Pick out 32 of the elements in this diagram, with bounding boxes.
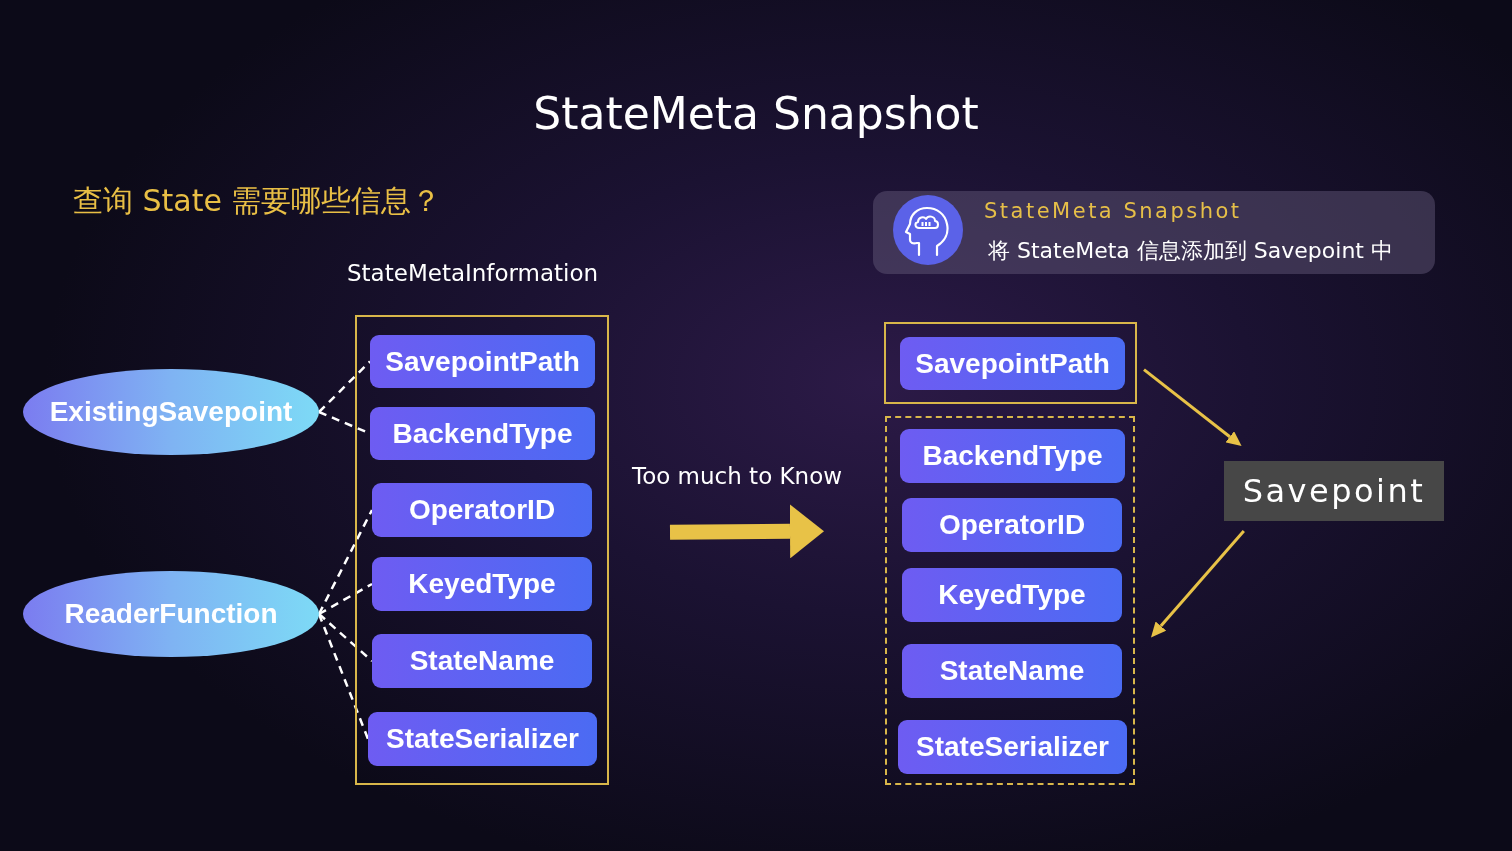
edge-label: Too much to Know <box>632 462 843 491</box>
field-box: BackendType <box>370 407 595 460</box>
dashed-connector <box>318 582 373 616</box>
field-box: OperatorID <box>372 483 592 537</box>
field-box: KeyedType <box>902 568 1122 622</box>
field-box: StateSerializer <box>368 712 597 766</box>
info-card <box>873 191 1435 274</box>
group-frame <box>884 322 1137 404</box>
field-box: StateName <box>372 634 592 688</box>
dashed-connector <box>318 360 371 413</box>
target-box: Savepoint <box>1224 461 1444 521</box>
section-heading: 查询 State 需要哪些信息？ <box>73 183 442 219</box>
card-heading: StateMeta Snapshot <box>984 198 1242 225</box>
field-box: SavepointPath <box>370 335 595 388</box>
field-box: BackendType <box>900 429 1125 483</box>
field-box: SavepointPath <box>900 337 1125 390</box>
group-heading: StateMetaInformation <box>347 259 599 288</box>
slide-title: StateMeta Snapshot <box>532 87 980 141</box>
dashed-connector <box>317 613 370 740</box>
block-arrow <box>669 504 824 559</box>
arrow <box>1143 368 1242 446</box>
source-ellipse: ReaderFunction <box>23 571 319 657</box>
field-box: StateSerializer <box>898 720 1127 774</box>
card-text: 将 StateMeta 信息添加到 Savepoint 中 <box>988 237 1393 265</box>
dashed-connector <box>317 509 374 615</box>
dashed-connector <box>318 613 373 662</box>
source-ellipse: ExistingSavepoint <box>23 369 319 455</box>
arrow <box>1151 530 1245 638</box>
field-box: KeyedType <box>372 557 592 611</box>
field-box: OperatorID <box>902 498 1122 552</box>
dashed-frame <box>885 416 1135 785</box>
field-box: StateName <box>902 644 1122 698</box>
